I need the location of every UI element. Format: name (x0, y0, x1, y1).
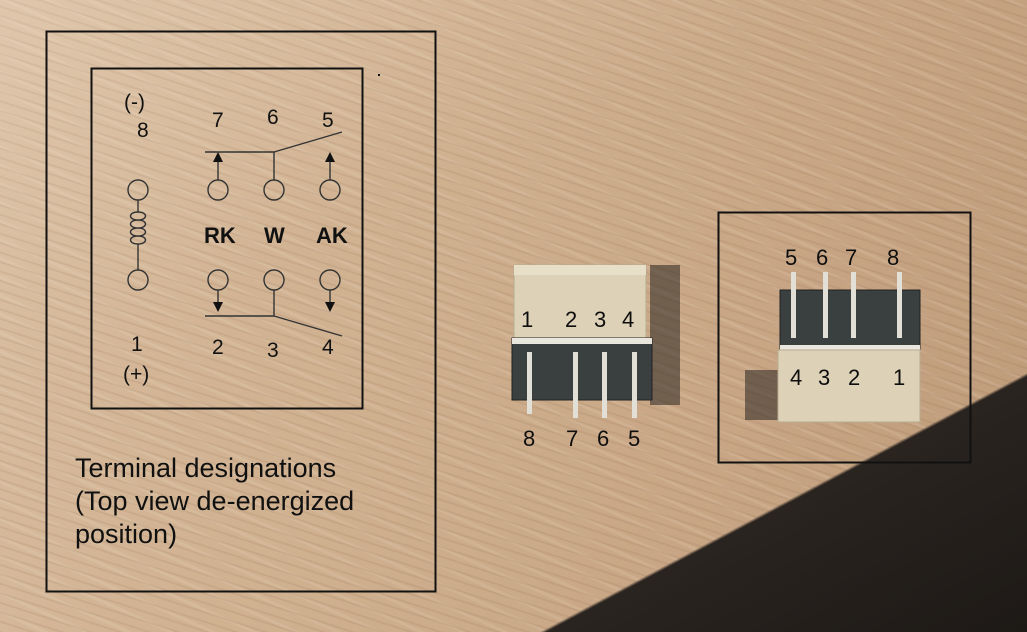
terminal-3 (263, 269, 285, 291)
relay-right-body (777, 349, 921, 423)
relay-left-top-number: 2 (565, 307, 578, 332)
caption-line: Terminal designations (75, 453, 337, 483)
lower-contact-set (205, 269, 343, 337)
stray-dot (378, 74, 380, 76)
relay-right-pin-number: 8 (887, 245, 900, 270)
coil-bottom-polarity: (+) (123, 363, 150, 386)
bottom-terminal-label: 4 (322, 336, 334, 359)
terminal-7 (207, 179, 229, 201)
relay-right-base-rim (780, 345, 920, 351)
relay-right-pins (791, 272, 902, 338)
relay-left-base-rim (512, 338, 652, 344)
caption-line: position) (75, 519, 178, 549)
coil-top-polarity: (-) (124, 91, 145, 114)
top-terminal-label: 7 (212, 109, 224, 132)
diagram-caption: Terminal designations (Top view de-energ… (75, 452, 425, 551)
relay-left-pin-number: 5 (628, 426, 641, 451)
relay-right-pin-number: 5 (785, 245, 798, 270)
top-terminal-label: 6 (267, 106, 279, 129)
relay-left (511, 264, 680, 418)
bottom-terminal-label: 2 (212, 336, 224, 359)
relay-left-pin-number: 6 (597, 426, 610, 451)
coil-winding (129, 211, 147, 245)
relay-left-top-edge (514, 265, 646, 275)
coil-symbol (127, 179, 149, 291)
upper-contact-set (205, 131, 343, 201)
coil-top-terminal: 8 (137, 119, 149, 142)
relay-right-pin-number: 7 (845, 245, 858, 270)
coil-bottom-terminal: 1 (131, 333, 143, 356)
top-terminal-label: 5 (322, 109, 334, 132)
relay-right-body-number: 2 (848, 365, 861, 390)
contact-label-ak: AK (316, 223, 348, 248)
contact-label-rk: RK (204, 223, 236, 248)
relay-left-pins (527, 352, 637, 418)
terminal-5 (319, 179, 341, 201)
relay-left-base (511, 337, 653, 401)
relay-right-body-number: 1 (893, 365, 906, 390)
relay-right-body-number: 4 (790, 365, 803, 390)
relay-left-top-number: 1 (521, 307, 534, 332)
contact-label-w: W (264, 223, 285, 248)
relay-left-pin-number: 8 (523, 426, 536, 451)
diagram-outer-frame (45, 30, 437, 593)
relay-right-body-number: 3 (818, 365, 831, 390)
coil-terminal-8 (127, 179, 149, 201)
terminal-4 (319, 269, 341, 291)
terminal-6 (263, 179, 285, 201)
relay-left-pin-number: 7 (566, 426, 579, 451)
relay-right (745, 272, 921, 423)
relay-left-shadow (650, 265, 680, 405)
relay-left-top-number: 3 (594, 307, 607, 332)
terminal-2 (207, 269, 229, 291)
caption-line: (Top view de-energized (75, 486, 355, 516)
relay-right-pin-number: 6 (816, 245, 829, 270)
bottom-terminal-label: 3 (267, 339, 279, 362)
schematic-frame (90, 67, 364, 410)
relay-left-top-number: 4 (622, 307, 635, 332)
relay-left-body (513, 264, 647, 346)
photo-right-frame (717, 211, 972, 464)
relay-right-base (779, 289, 921, 351)
coil-terminal-1 (127, 269, 149, 291)
